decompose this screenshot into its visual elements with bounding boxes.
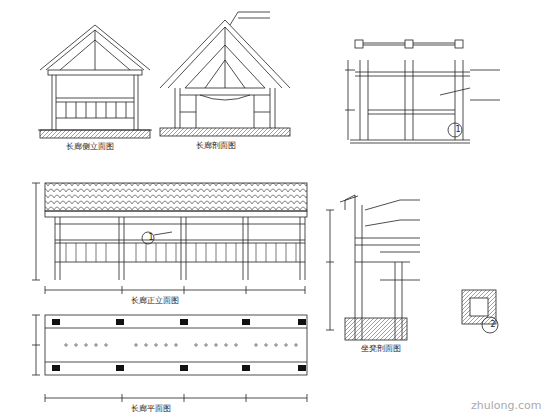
callout-number: 2	[489, 321, 496, 330]
rail-baluster	[276, 243, 277, 262]
rail-baluster	[226, 243, 227, 262]
plan-baluster	[205, 344, 207, 346]
plan-baluster	[195, 344, 197, 346]
plan-baluster	[105, 344, 107, 346]
view-title: 长廊侧立面图	[65, 143, 115, 152]
rail-baluster	[206, 243, 207, 262]
plan-baluster	[155, 344, 157, 346]
watermark: zhulong.com	[470, 400, 542, 412]
plan-baluster	[175, 344, 177, 346]
rail-baluster	[106, 243, 107, 262]
view-title: 坐凳剖面图	[360, 345, 402, 354]
plan-baluster	[135, 344, 137, 346]
rail-baluster	[176, 243, 177, 262]
rail-baluster	[256, 243, 257, 262]
rail-baluster	[136, 243, 137, 262]
plan-baluster	[75, 344, 77, 346]
rail-baluster	[66, 243, 67, 262]
plan-baluster	[295, 344, 297, 346]
plan-baluster	[235, 344, 237, 346]
view-title: 长廊正立面图	[130, 297, 180, 306]
plan-baluster	[65, 344, 67, 346]
rail-baluster	[76, 243, 77, 262]
rail-baluster	[146, 243, 147, 262]
rail-baluster	[166, 243, 167, 262]
plan-baluster	[85, 344, 87, 346]
rail-baluster	[286, 243, 287, 262]
plan-baluster	[265, 344, 267, 346]
plan-baluster	[285, 344, 287, 346]
plan-baluster	[225, 344, 227, 346]
rail-baluster	[216, 243, 217, 262]
view-title: 长廊平面图	[130, 405, 172, 414]
rail-baluster	[86, 243, 87, 262]
plan-baluster	[275, 344, 277, 346]
callout-number: 1	[147, 234, 154, 243]
rail-baluster	[156, 243, 157, 262]
view-title: 长廊剖面图	[195, 142, 237, 151]
plan-baluster	[165, 344, 167, 346]
callout-number: 1	[454, 126, 461, 135]
rail-baluster	[96, 243, 97, 262]
plan-baluster	[95, 344, 97, 346]
plan-baluster	[215, 344, 217, 346]
plan-baluster	[255, 344, 257, 346]
rail-baluster	[296, 243, 297, 262]
rail-baluster	[266, 243, 267, 262]
rail-baluster	[236, 243, 237, 262]
rail-baluster	[196, 243, 197, 262]
plan-baluster	[145, 344, 147, 346]
